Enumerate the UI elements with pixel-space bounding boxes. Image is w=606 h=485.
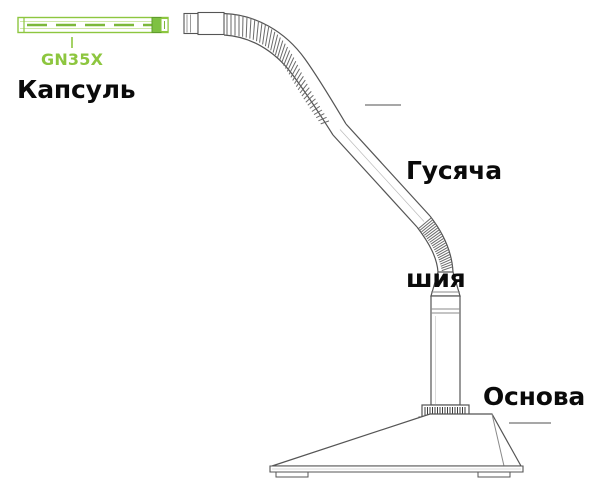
capsule-part — [17, 16, 169, 48]
gooseneck-part-label-line1: Гусяча — [406, 155, 502, 185]
gooseneck-part-label-line2: шия — [406, 264, 466, 294]
gooseneck-upper-coil — [223, 12, 347, 136]
capsule-connector-part — [183, 11, 225, 36]
capsule-model-label: GN35X — [41, 50, 104, 69]
tube-inner-edge — [332, 134, 418, 228]
gooseneck-straight-tube — [332, 123, 431, 228]
base-part-label: Основа — [483, 382, 586, 411]
upper-coil-inner-edge — [223, 34, 334, 136]
tube-outer-edge — [345, 123, 431, 217]
body-post — [430, 295, 461, 406]
base-foot-left — [275, 471, 309, 478]
lower-coil-ribs — [418, 217, 453, 272]
connector-sleeve — [197, 11, 225, 36]
capsule-right-cap — [151, 17, 162, 33]
gooseneck-part-label: Гусяча шия — [406, 80, 502, 370]
capsule-part-label: Капсуль — [17, 75, 136, 104]
lower-coil-inner-edge — [416, 226, 439, 273]
base-wedge-body — [271, 413, 523, 467]
tube-highlight — [339, 129, 425, 222]
upper-coil-outer-edge — [223, 12, 347, 125]
base-wedge — [269, 413, 524, 478]
base-foot-right — [477, 471, 511, 478]
gooseneck-lower-coil — [416, 215, 454, 273]
base-right-fold — [491, 413, 505, 467]
upper-coil-ribs — [226, 13, 330, 125]
